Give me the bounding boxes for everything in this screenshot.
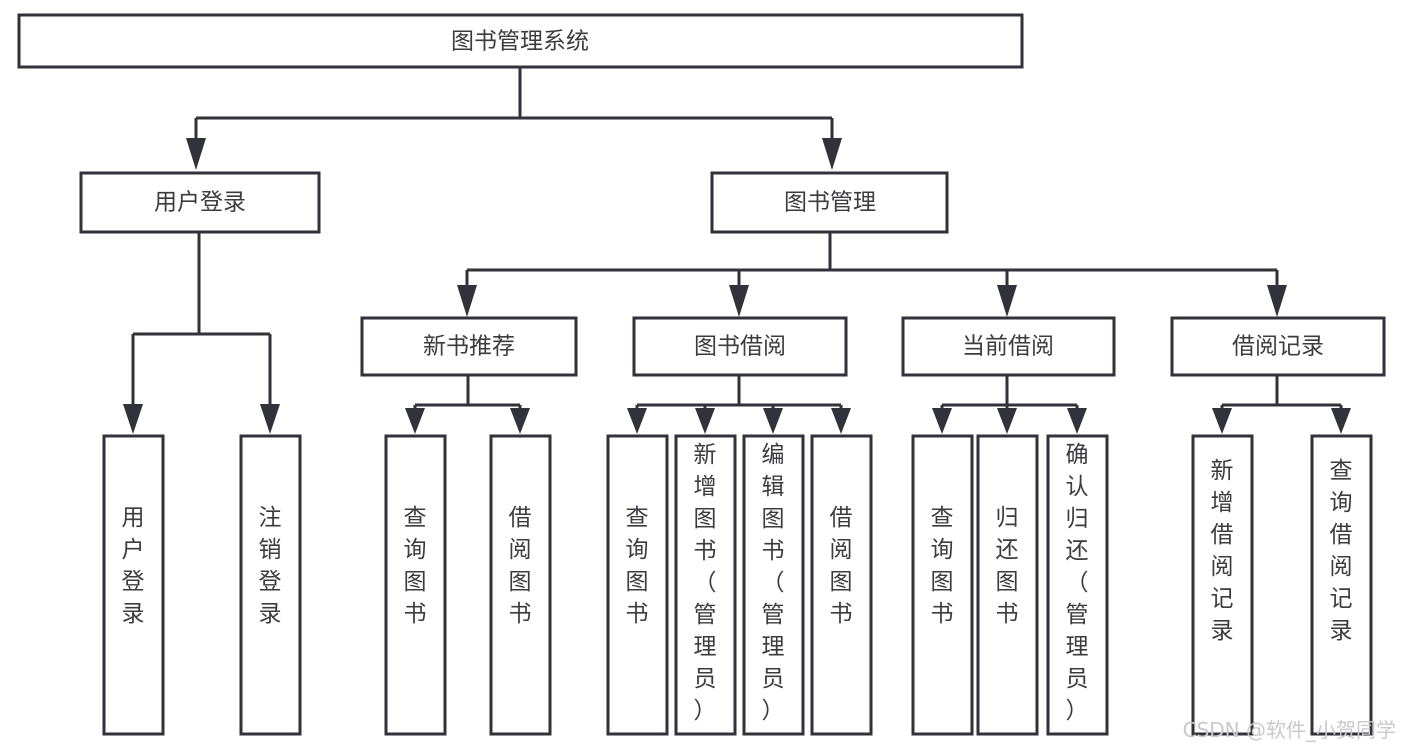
leaf-bb-query-book-label: 查询图书 — [626, 505, 649, 627]
arrowhead-to-user-login-leaf — [123, 404, 143, 434]
book-management-label: 图书管理 — [784, 190, 876, 216]
current-borrow-label: 当前借阅 — [962, 334, 1054, 360]
current-borrow-box[interactable] — [901, 316, 1116, 377]
leaf-cb-confirm-return-admin-box[interactable] — [1046, 434, 1109, 736]
leaf-bb-query-book-box[interactable] — [606, 434, 669, 736]
leaf-logout-label: 注销登录 — [259, 505, 282, 627]
node-user-login[interactable]: 用户登录 — [79, 171, 321, 234]
leaf-bb-query-book[interactable]: 查询图书 — [606, 434, 669, 736]
arrowhead-br-add — [1212, 408, 1232, 434]
new-book-recommend-box[interactable] — [360, 316, 578, 377]
leaf-nbr-query-book[interactable]: 查询图书 — [384, 434, 447, 736]
book-management-box[interactable] — [710, 171, 949, 234]
arrowhead-bb-borrow — [831, 408, 851, 434]
user-login-box[interactable] — [79, 171, 321, 234]
leaf-cb-return-book-label: 归还图书 — [996, 505, 1019, 627]
leaf-cb-query-book[interactable]: 查询图书 — [911, 434, 974, 736]
leaf-user-login-label: 用户登录 — [122, 505, 145, 627]
node-root[interactable]: 图书管理系统 — [17, 13, 1024, 69]
connector-layer — [123, 67, 1351, 434]
leaf-nbr-query-book-label: 查询图书 — [404, 505, 427, 627]
borrow-record-label: 借阅记录 — [1232, 334, 1324, 360]
arrowhead-cb-return — [997, 408, 1017, 434]
edge-book-borrow-bus — [635, 376, 843, 412]
arrowhead-bb-query — [627, 408, 647, 434]
leaf-br-add-record-label: 新增借阅记录 — [1211, 458, 1234, 644]
leaf-user-login-box[interactable] — [102, 434, 165, 736]
leaf-bb-edit-book-admin-label: 编辑图书（管理员） — [762, 442, 785, 724]
leaf-bb-borrow-book-label: 借阅图书 — [830, 505, 853, 627]
leaf-br-query-record[interactable]: 查询借阅记录 — [1310, 434, 1373, 736]
node-borrow-record[interactable]: 借阅记录 — [1170, 316, 1386, 377]
arrowhead-to-current-borrow — [997, 285, 1017, 317]
leaf-bb-edit-book-admin-box[interactable] — [742, 434, 805, 736]
leaf-bb-add-book-admin-label: 新增图书（管理员） — [694, 442, 717, 724]
node-book-management[interactable]: 图书管理 — [710, 171, 949, 234]
edge-current-borrow-bus — [940, 376, 1079, 412]
leaf-nbr-borrow-book-box[interactable] — [489, 434, 552, 736]
node-new-book-recommend[interactable]: 新书推荐 — [360, 316, 578, 377]
arrowhead-to-logout-leaf — [260, 404, 280, 434]
arrowhead-to-book-mgmt — [822, 138, 842, 170]
arrowhead-to-borrow-record — [1267, 285, 1287, 317]
leaf-cb-confirm-return-admin[interactable]: 确认归还（管理员） — [1046, 434, 1109, 736]
csdn-watermark: CSDN @软件_小贺同学 — [1183, 718, 1396, 742]
leaf-bb-borrow-book-box[interactable] — [810, 434, 873, 736]
borrow-record-box[interactable] — [1170, 316, 1386, 377]
leaf-cb-query-book-box[interactable] — [911, 434, 974, 736]
arrowhead-nbr-query — [405, 408, 425, 434]
arrowhead-br-query — [1331, 408, 1351, 434]
leaf-cb-return-book[interactable]: 归还图书 — [976, 434, 1039, 736]
leaf-br-add-record-box[interactable] — [1191, 434, 1254, 736]
leaf-br-add-record[interactable]: 新增借阅记录 — [1191, 434, 1254, 736]
leaf-bb-add-book-admin[interactable]: 新增图书（管理员） — [674, 434, 737, 736]
leaf-br-query-record-box[interactable] — [1310, 434, 1373, 736]
edge-book-mgmt-bus — [465, 232, 1279, 285]
user-login-label: 用户登录 — [154, 190, 246, 216]
node-current-borrow[interactable]: 当前借阅 — [901, 316, 1116, 377]
root-box[interactable] — [17, 13, 1024, 69]
leaf-user-login[interactable]: 用户登录 — [102, 434, 165, 736]
arrowhead-to-user-login — [186, 138, 206, 170]
arrowhead-to-book-borrow — [729, 285, 749, 317]
arrowhead-bb-edit — [763, 408, 783, 434]
node-book-borrow[interactable]: 图书借阅 — [632, 316, 848, 377]
new-book-recommend-label: 新书推荐 — [423, 334, 515, 360]
leaf-br-query-record-label: 查询借阅记录 — [1330, 458, 1353, 644]
leaf-layer: 用户登录 注销登录 查询图书 借阅图书 查询图书 新 — [102, 434, 1373, 736]
arrowhead-to-new-book-rec — [457, 285, 477, 317]
arrowhead-bb-add — [695, 408, 715, 434]
leaf-nbr-borrow-book-label: 借阅图书 — [509, 505, 532, 627]
leaf-cb-confirm-return-admin-label: 确认归还（管理员） — [1066, 442, 1089, 724]
leaf-cb-query-book-label: 查询图书 — [931, 505, 954, 627]
leaf-bb-edit-book-admin[interactable]: 编辑图书（管理员） — [742, 434, 805, 736]
arrowhead-cb-confirm — [1067, 408, 1087, 434]
book-borrow-box[interactable] — [632, 316, 848, 377]
edge-user-login-bus — [131, 232, 272, 404]
leaf-bb-add-book-admin-box[interactable] — [674, 434, 737, 736]
arrowhead-nbr-borrow — [510, 408, 530, 434]
leaf-bb-borrow-book[interactable]: 借阅图书 — [810, 434, 873, 736]
arrowhead-cb-query — [932, 408, 952, 434]
leaf-logout[interactable]: 注销登录 — [239, 434, 302, 736]
edge-borrow-record-bus — [1220, 376, 1343, 412]
root-label: 图书管理系统 — [451, 29, 589, 55]
leaf-logout-box[interactable] — [239, 434, 302, 736]
leaf-cb-return-book-box[interactable] — [976, 434, 1039, 736]
leaf-nbr-query-book-box[interactable] — [384, 434, 447, 736]
edge-root-bus — [194, 67, 834, 138]
book-borrow-label: 图书借阅 — [694, 334, 786, 360]
leaf-nbr-borrow-book[interactable]: 借阅图书 — [489, 434, 552, 736]
edge-new-book-rec-bus — [413, 376, 522, 412]
